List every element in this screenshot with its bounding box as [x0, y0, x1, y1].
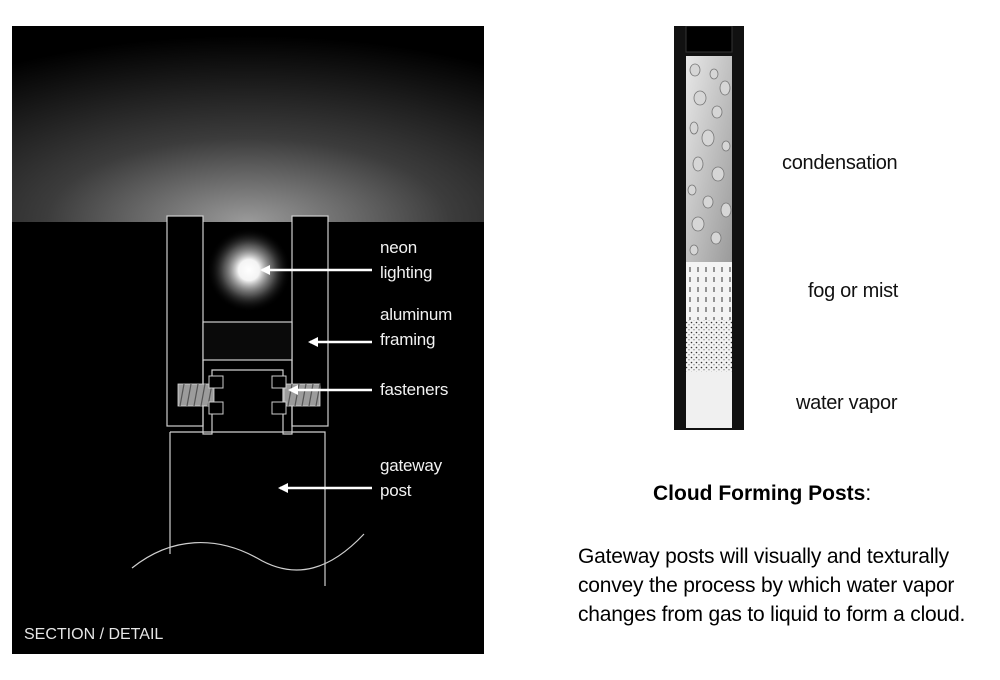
condensation-droplets: [687, 63, 732, 256]
fog-layer: [686, 262, 732, 320]
left-fastener: [177, 375, 224, 415]
cloud-post-svg: [674, 25, 744, 430]
heading-colon: :: [865, 482, 872, 505]
gateway-post-label: gateway post: [380, 453, 442, 503]
neon-label-line2: lighting: [380, 263, 433, 282]
light-haze: [12, 26, 484, 222]
gateway-label-line2: post: [380, 481, 412, 500]
gateway-post-outline: [169, 431, 326, 586]
cloud-post-diagram: [670, 25, 760, 439]
inner-channel: [202, 360, 293, 435]
mist-dots-layer: [686, 320, 732, 372]
neon-label-line1: neon: [380, 238, 418, 257]
section-detail-panel: neon lighting aluminum framing fasteners…: [12, 26, 484, 654]
fasteners-label: fasteners: [380, 380, 449, 399]
aluminum-framing-label: aluminum framing: [380, 302, 452, 352]
post-top-cap: [685, 25, 733, 53]
aluminum-label-line2: framing: [380, 330, 436, 349]
water-vapor-layer: [686, 372, 732, 428]
aluminum-label-line1: aluminum: [380, 305, 453, 324]
section-caption: SECTION / DETAIL: [24, 626, 164, 643]
condensation-label: condensation: [782, 152, 898, 174]
gateway-label-line1: gateway: [380, 456, 442, 475]
heading-text: Cloud Forming Posts: [653, 482, 866, 505]
section-drawing: [12, 26, 484, 586]
neon-light-glow: [207, 228, 291, 312]
water-vapor-label: water vapor: [796, 392, 898, 414]
description-paragraph: Gateway posts will visually and textural…: [578, 545, 966, 626]
neon-lighting-label: neon lighting: [380, 235, 432, 285]
break-line: [131, 533, 365, 571]
fog-label: fog or mist: [808, 280, 899, 302]
aluminum-framing: [202, 321, 293, 361]
cloud-forming-heading: Cloud Forming Posts:: [653, 482, 871, 506]
